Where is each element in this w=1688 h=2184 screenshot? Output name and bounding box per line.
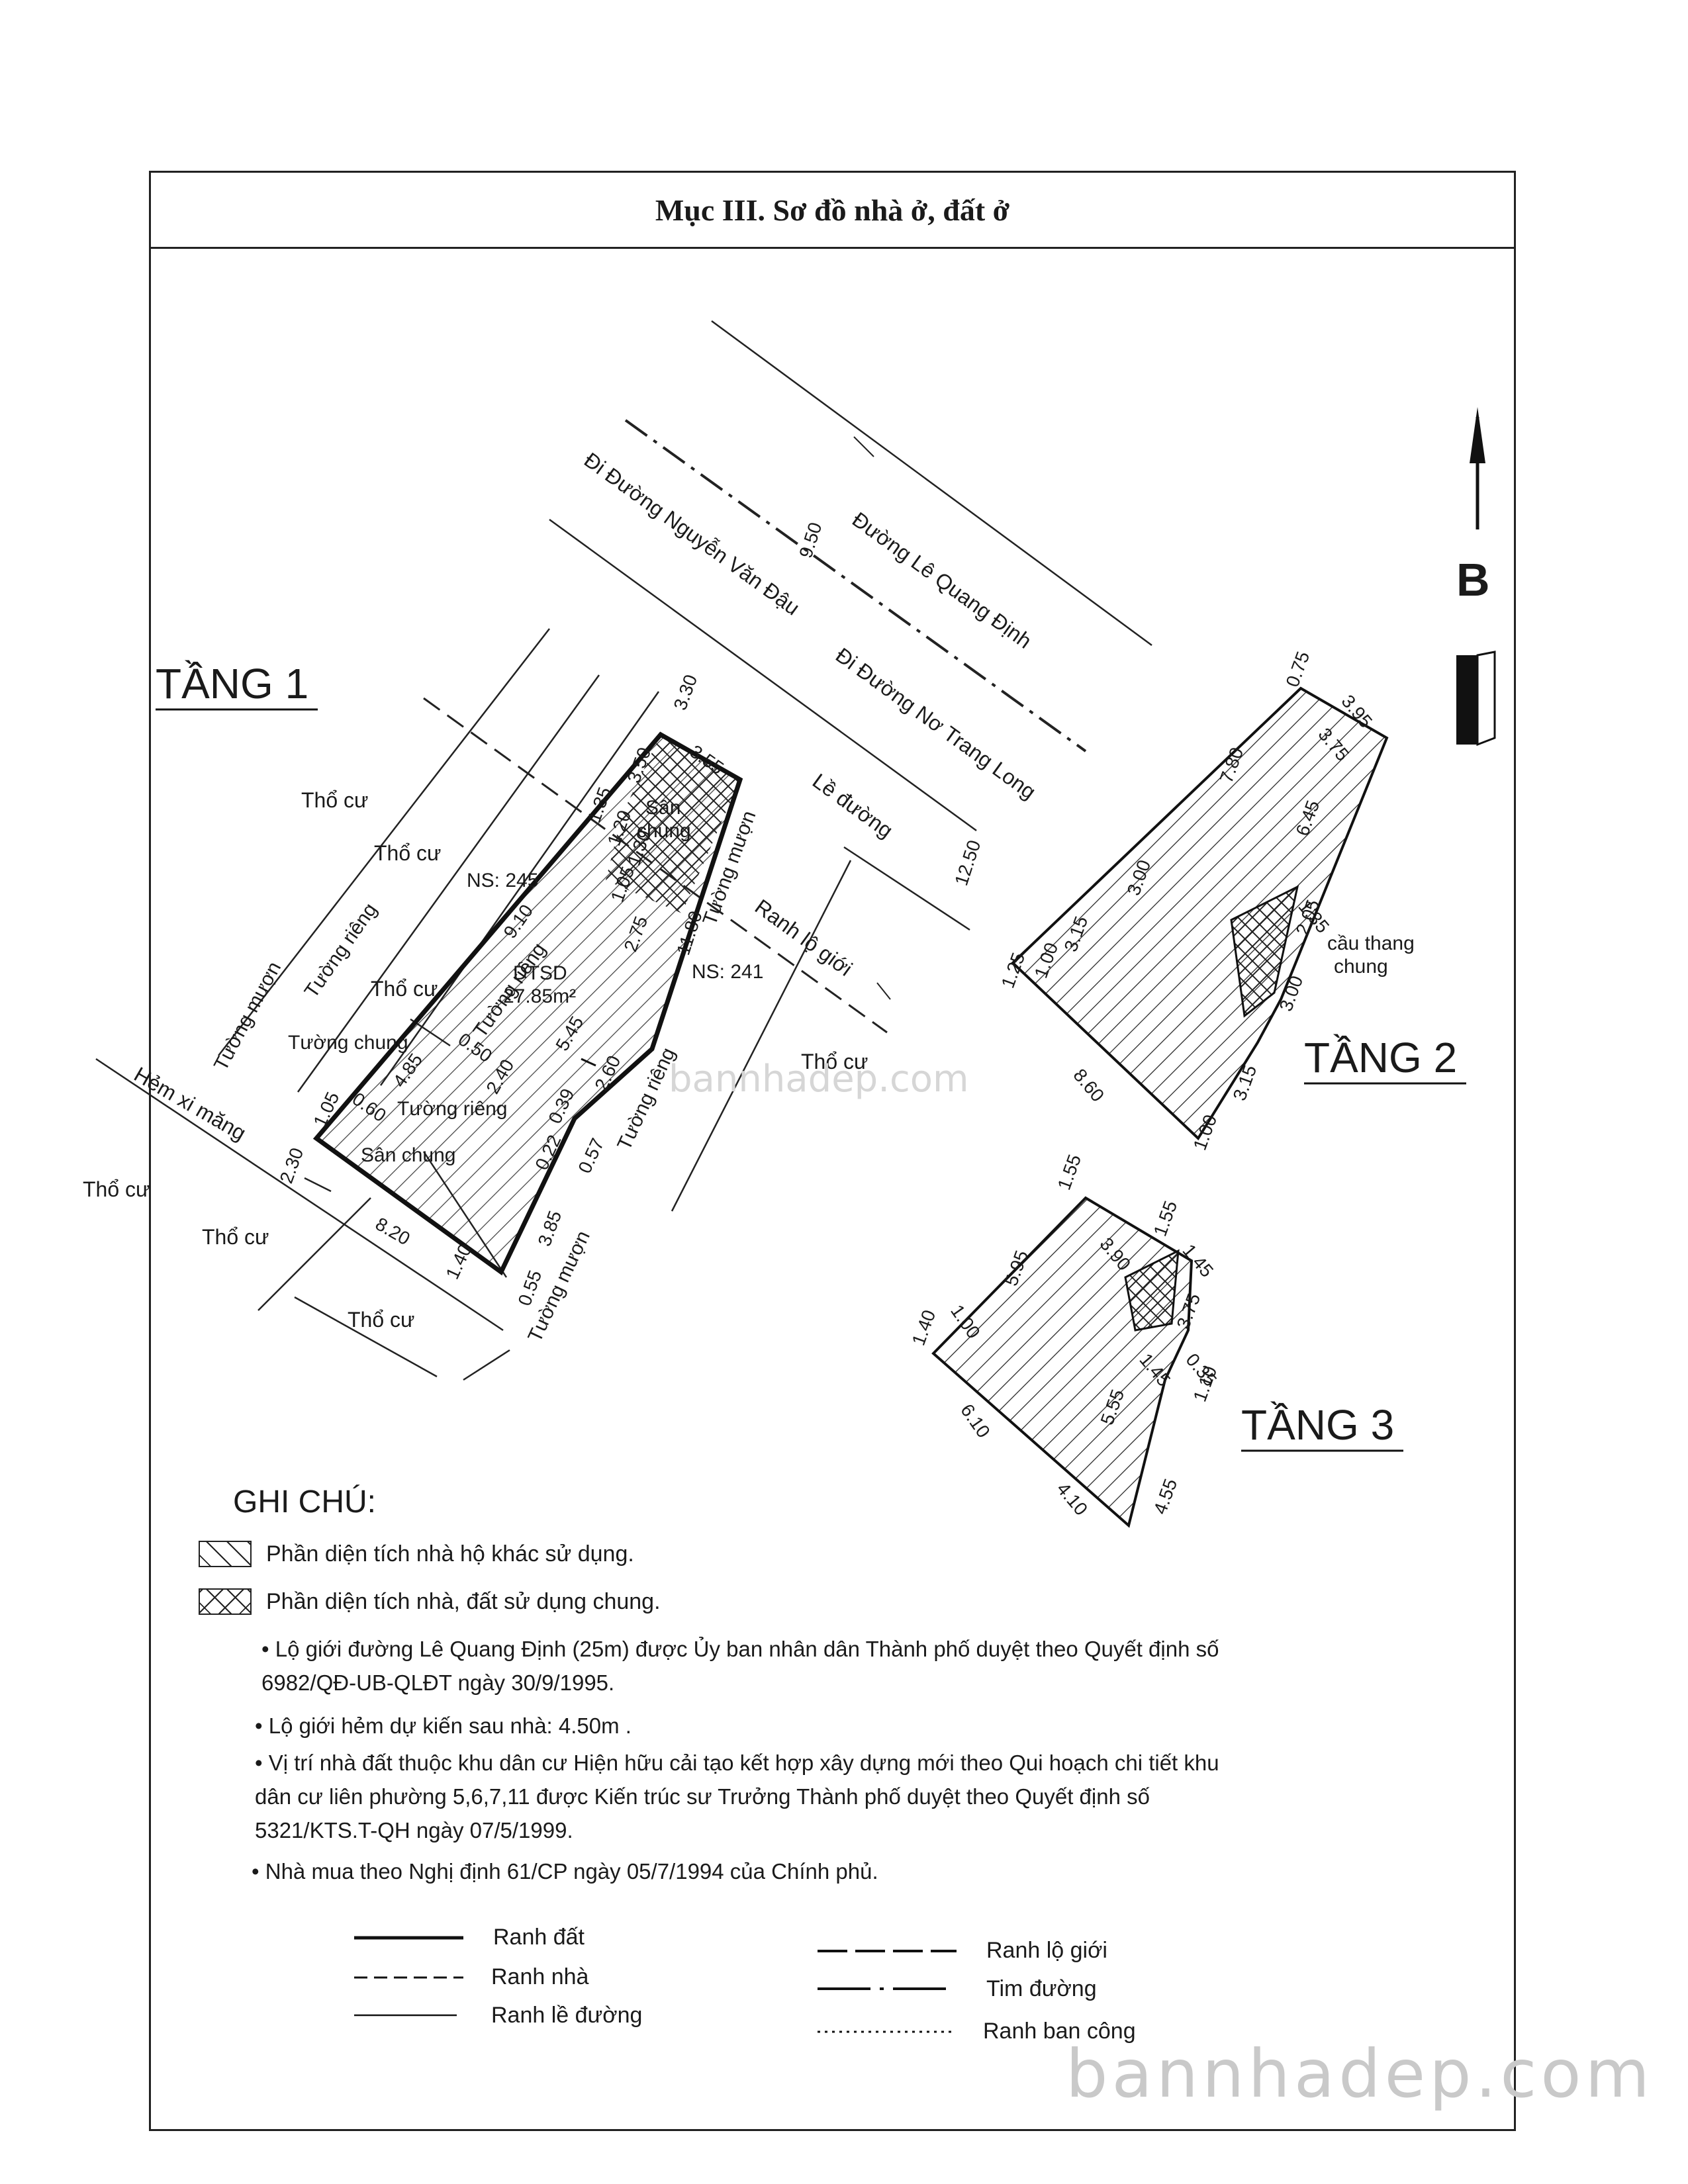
- note-1: • Lộ giới đường Lê Quang Định (25m) được…: [261, 1637, 1219, 1696]
- note-text: Nhà mua theo Nghị định 61/CP ngày 05/7/1…: [265, 1859, 878, 1884]
- label-ns245: NS: 245: [467, 870, 538, 891]
- floor3-title: TẦNG 3: [1241, 1401, 1394, 1449]
- legend-xhatch-row: Phần diện tích nhà, đất sử dụng chung.: [199, 1588, 661, 1615]
- key-ranh-nha: Ranh nhà: [491, 1964, 589, 1989]
- label-tho-cu: Thổ cư: [374, 841, 441, 865]
- label-tuong-chung: Tường chung: [288, 1032, 408, 1054]
- dim: 2.30: [276, 1145, 308, 1186]
- key-ranh-dat: Ranh đất: [493, 1925, 585, 1950]
- street-na-trang-long: Đi Đường Nơ Trang Long: [831, 643, 1041, 804]
- label-cau-thang: cầu thang: [1327, 933, 1415, 954]
- label-area: 27.85m²: [503, 985, 576, 1007]
- note-4: • Nhà mua theo Nghị định 61/CP ngày 05/7…: [252, 1859, 878, 1884]
- street-le-quang-dinh: Đường Lê Quang Định: [848, 508, 1036, 653]
- legend-hatch-row: Phần diện tích nhà hộ khác sử dụng.: [199, 1541, 634, 1567]
- street-ranh-lo-gioi: Ranh lộ giới: [751, 895, 857, 981]
- note-3: • Vị trí nhà đất thuộc khu dân cư Hiện h…: [255, 1751, 1219, 1843]
- floor1-lot: [312, 731, 743, 1276]
- dim: 1.55: [1150, 1198, 1182, 1239]
- note-text: Vị trí nhà đất thuộc khu dân cư Hiện hữu…: [255, 1751, 1219, 1843]
- label-ns241: NS: 241: [692, 961, 763, 983]
- label-san: Sân: [645, 797, 680, 819]
- legend-title: GHI CHÚ:: [233, 1484, 376, 1520]
- page-frame: Mục III. Sơ đồ nhà ở, đất ở: [149, 171, 1516, 2131]
- floor1-title: TẦNG 1: [156, 660, 308, 707]
- dim: 1.40: [908, 1307, 940, 1348]
- key-ranh-le-duong: Ranh lề đường: [491, 2003, 643, 2028]
- watermark-mid: bannhadep.com: [669, 1058, 969, 1101]
- street-le-duong: Lề đường: [808, 769, 898, 843]
- floor2-plan: [1011, 686, 1389, 1141]
- dim: 8.60: [1069, 1065, 1108, 1106]
- dim: 3.30: [670, 672, 702, 713]
- north-label: B: [1456, 554, 1490, 606]
- north-arrow: [1456, 407, 1496, 747]
- page-title: Mục III. Sơ đồ nhà ở, đất ở: [655, 193, 1010, 227]
- label-chung: chung: [637, 820, 691, 842]
- note-text: Lộ giới hẻm dự kiến sau nhà: 4.50m .: [268, 1713, 632, 1738]
- note-2: • Lộ giới hẻm dự kiến sau nhà: 4.50m .: [255, 1713, 632, 1738]
- floor3-plan: [931, 1196, 1194, 1528]
- dim: 8.20: [372, 1213, 414, 1249]
- header: Mục III. Sơ đồ nhà ở, đất ở: [151, 173, 1514, 249]
- dim: 6.10: [957, 1400, 994, 1441]
- label-cau-thang-chung: chung: [1334, 956, 1388, 978]
- hatch-swatch: [199, 1541, 252, 1567]
- street-hem: Hẻm xi măng: [130, 1062, 250, 1145]
- legend-hatch-label: Phần diện tích nhà hộ khác sử dụng.: [266, 1541, 634, 1567]
- label-tho-cu: Thổ cư: [801, 1050, 868, 1073]
- dim: 3.85: [534, 1208, 566, 1249]
- street-lines: [95, 320, 1152, 1381]
- label-san-chung: Sân chung: [361, 1144, 455, 1166]
- floor2-title: TẦNG 2: [1304, 1034, 1457, 1081]
- dim: 9.50: [795, 520, 825, 560]
- watermark: bannhadep.com: [1066, 2035, 1654, 2113]
- note-text: Lộ giới đường Lê Quang Định (25m) được Ủ…: [261, 1637, 1219, 1696]
- dim: 12.50: [951, 838, 984, 888]
- legend-xhatch-label: Phần diện tích nhà, đất sử dụng chung.: [266, 1588, 661, 1614]
- xhatch-swatch: [199, 1588, 252, 1615]
- label-tho-cu: Thổ cư: [301, 788, 368, 812]
- key-tim-duong: Tim đường: [986, 1976, 1097, 2001]
- line-key-samples: [354, 1936, 957, 2033]
- label-tuong-muon-2: Tường mượn: [210, 958, 285, 1074]
- label-tho-cu: Thổ cư: [348, 1308, 414, 1332]
- street-nguyen-van-dau: Đi Đường Nguyễn Văn Đậu: [580, 448, 804, 620]
- label-tho-cu: Thổ cư: [83, 1177, 150, 1201]
- label-tho-cu: Thổ cư: [202, 1225, 269, 1249]
- label-tho-cu: Thổ cư: [371, 977, 438, 1001]
- dim: 4.55: [1150, 1476, 1182, 1517]
- label-tuong-rieng-2: Tường riêng: [301, 899, 382, 1002]
- label-tuong-rieng: Tường riêng: [397, 1098, 508, 1120]
- label-dtsd: DTSD: [513, 962, 567, 984]
- key-ranh-lo-gioi: Ranh lộ giới: [986, 1938, 1107, 1963]
- key-ranh-ban-cong: Ranh ban công: [983, 2019, 1136, 2044]
- dim: 0.75: [1282, 649, 1314, 690]
- dim: 0.57: [574, 1135, 608, 1176]
- dim: 1.55: [1054, 1152, 1086, 1193]
